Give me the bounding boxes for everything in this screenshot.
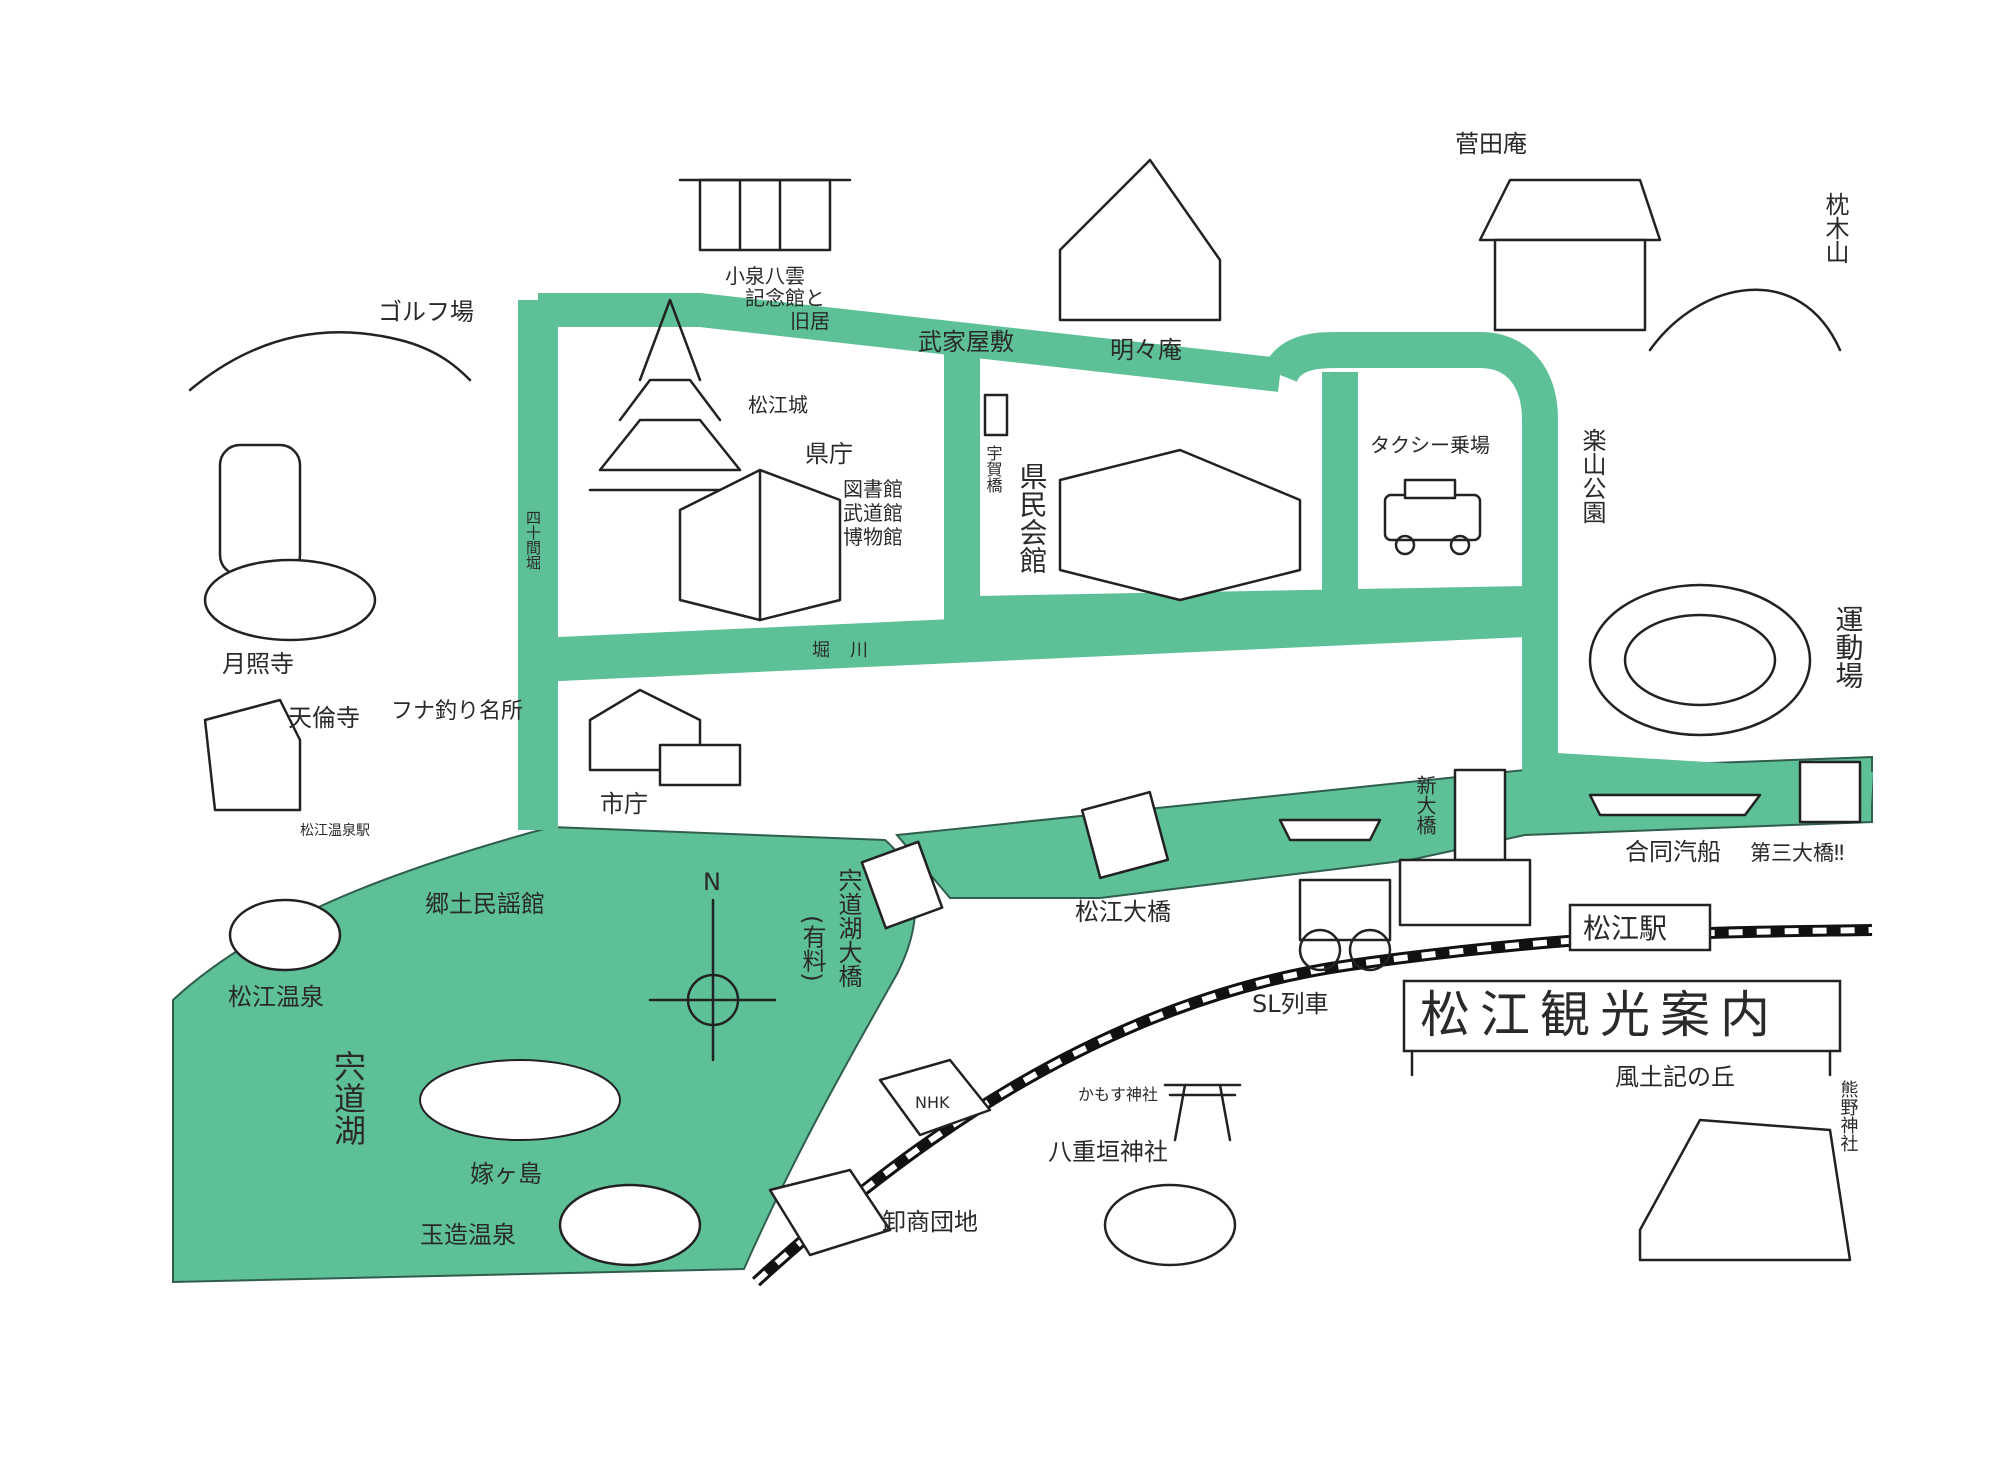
matsue-onsen-bath: [228, 898, 342, 972]
taxi-drawing: [1383, 478, 1482, 556]
label-prefecture: 県庁: [805, 440, 853, 468]
label-daisan-ohashi: 第三大橋‼: [1750, 841, 1844, 865]
label-kumano: 熊野神社: [1838, 1080, 1859, 1152]
kenmin-hall: [1058, 448, 1302, 602]
label-funa: フナ釣り名所: [391, 699, 523, 724]
yomegashima-island: [419, 1059, 621, 1141]
castle-drawing: [588, 298, 762, 492]
label-koizumi-1: 小泉八雲: [725, 264, 805, 288]
compass-rose: [648, 898, 777, 1062]
label-horikawa: 堀川: [812, 640, 888, 661]
label-koizumi-2: 記念館と: [745, 286, 825, 310]
label-toll: (有料): [798, 915, 826, 982]
matsue-station-sign: [1568, 903, 1712, 952]
label-taxi: タクシー乗場: [1370, 433, 1490, 457]
label-koizumi-3: 旧居: [790, 309, 830, 333]
hill-makuragi: [1648, 288, 1842, 352]
label-kandaan: 菅田庵: [1455, 130, 1527, 158]
label-shinjiko: 宍道湖: [329, 1050, 367, 1146]
city-hall-building: [588, 688, 742, 787]
oroshi-warehouse: [768, 1168, 892, 1257]
label-shijikken: 四十間堀: [524, 510, 542, 570]
label-matsue-ohashi: 松江大橋: [1075, 898, 1171, 926]
torii-gate: [1163, 1083, 1242, 1142]
bukeyashiki-house: [1058, 158, 1222, 322]
label-shinjiko-bridge: 宍道湖大橋: [834, 868, 862, 988]
map-title: 松江観光案内: [1420, 986, 1780, 1044]
label-onsen-station: 松江温泉駅: [300, 822, 370, 839]
prefecture-building: [678, 468, 842, 622]
stadium-track: [1588, 583, 1812, 737]
label-meimeian: 明々庵: [1110, 336, 1182, 364]
label-tenrinji: 天倫寺: [288, 704, 360, 732]
label-tamatsukuri: 玉造温泉: [420, 1221, 516, 1249]
kumano-shrine: [1638, 1118, 1852, 1262]
label-stadium: 運動場: [1832, 605, 1865, 689]
label-yaegaki: 八重垣神社: [1048, 1138, 1168, 1166]
tamatsukuri-bath: [558, 1183, 702, 1267]
label-uga-bridge: 宇賀橋: [984, 445, 1003, 494]
label-minyo-hall: 郷土民謡館: [425, 890, 545, 918]
label-golf: ゴルフ場: [378, 298, 474, 326]
illustrations: [188, 158, 1852, 1267]
label-castle: 松江城: [748, 393, 808, 417]
label-rakuzan: 楽山公園: [1578, 428, 1606, 524]
label-kenmin-hall: 県民会館: [1016, 462, 1049, 574]
label-matsue-station: 松江駅: [1583, 912, 1667, 945]
kandaan-house: [1478, 178, 1662, 332]
label-library-1: 図書館: [843, 477, 903, 501]
label-makuragi: 枕木山: [1821, 192, 1849, 264]
canals: [518, 293, 1874, 830]
label-nhk: NHK: [915, 1093, 950, 1112]
label-oroshi: 卸商団地: [882, 1208, 978, 1236]
sl-train: [1298, 858, 1532, 972]
label-sl-train: SL列車: [1252, 990, 1329, 1018]
museum-drawing: [678, 178, 852, 252]
yaegaki-pond: [1103, 1183, 1237, 1267]
label-fudoki: 風土記の丘: [1615, 1063, 1735, 1091]
compass-north: N: [703, 868, 721, 896]
label-godo-kisen: 合同汽船: [1625, 838, 1721, 866]
label-shin-ohashi: 新大橋: [1413, 775, 1437, 836]
golf-hill: [188, 331, 472, 392]
label-library-2: 武道館: [843, 501, 903, 525]
gesshoji-turtle: [203, 443, 377, 642]
label-city-hall: 市庁: [600, 790, 648, 818]
label-bukeyashiki: 武家屋敷: [918, 328, 1014, 356]
label-matsue-onsen: 松江温泉: [228, 983, 324, 1011]
nhk-building: [878, 1058, 992, 1137]
label-gesshoji: 月照寺: [222, 650, 294, 678]
label-library-3: 博物館: [843, 525, 903, 549]
tenrinji-temple: [203, 698, 302, 812]
label-kamosu: かもす神社: [1078, 1085, 1158, 1104]
label-yomegashima: 嫁ヶ島: [470, 1160, 542, 1188]
boat: [1278, 793, 1762, 842]
title-box: [1402, 979, 1842, 1053]
